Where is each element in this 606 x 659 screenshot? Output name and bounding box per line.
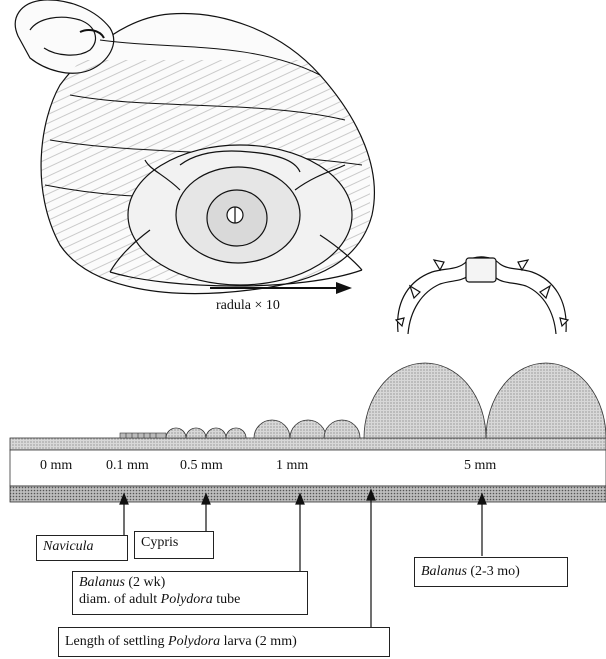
radula-illustration xyxy=(396,257,568,334)
scale-label-0-1mm: 0.1 mm xyxy=(106,458,149,474)
callout-larva-prefix: Length of settling xyxy=(65,634,168,649)
callout-cypris-text: Cypris xyxy=(141,535,178,550)
callout-navicula: Navicula xyxy=(36,535,128,561)
callout-balanus-adult: Balanus (2-3 mo) xyxy=(414,557,568,587)
callout-balanus-2wk-name: Balanus xyxy=(79,575,125,590)
callout-larva-name: Polydora xyxy=(168,634,220,649)
scale-label-5mm: 5 mm xyxy=(464,458,496,474)
callout-balanus-2wk-line1: Balanus (2 wk) xyxy=(79,574,301,591)
scale-label-0-5mm: 0.5 mm xyxy=(180,458,223,474)
balanus-adult-domes xyxy=(364,363,606,438)
radula-label: radula × 10 xyxy=(216,298,280,314)
callout-polydora-larva: Length of settling Polydora larva (2 mm) xyxy=(58,627,390,657)
callout-navicula-name: Navicula xyxy=(43,539,94,554)
callout-polydora-tube-name: Polydora xyxy=(161,592,213,607)
callout-larva-suffix: larva (2 mm) xyxy=(220,634,297,649)
navicula-cells xyxy=(120,433,166,438)
substrate-top-band xyxy=(10,438,606,450)
callout-polydora-tube-line: diam. of adult Polydora tube xyxy=(79,591,301,608)
substrate-bottom-band xyxy=(10,486,606,502)
callout-balanus-adult-name: Balanus xyxy=(421,564,467,579)
callout-polydora-tube-suffix: tube xyxy=(213,592,241,607)
snail-illustration xyxy=(15,0,374,294)
callout-balanus-2wk: Balanus (2 wk) diam. of adult Polydora t… xyxy=(72,571,308,615)
callout-cypris: Cypris xyxy=(134,531,214,559)
balanus-juvenile-mounds xyxy=(254,420,360,438)
scale-label-1mm: 1 mm xyxy=(276,458,308,474)
callout-balanus-adult-age: (2-3 mo) xyxy=(467,564,520,579)
scale-label-0mm: 0 mm xyxy=(40,458,72,474)
callout-balanus-2wk-age: (2 wk) xyxy=(125,575,165,590)
cypris-mounds xyxy=(166,428,246,438)
callout-polydora-tube-prefix: diam. of adult xyxy=(79,592,161,607)
